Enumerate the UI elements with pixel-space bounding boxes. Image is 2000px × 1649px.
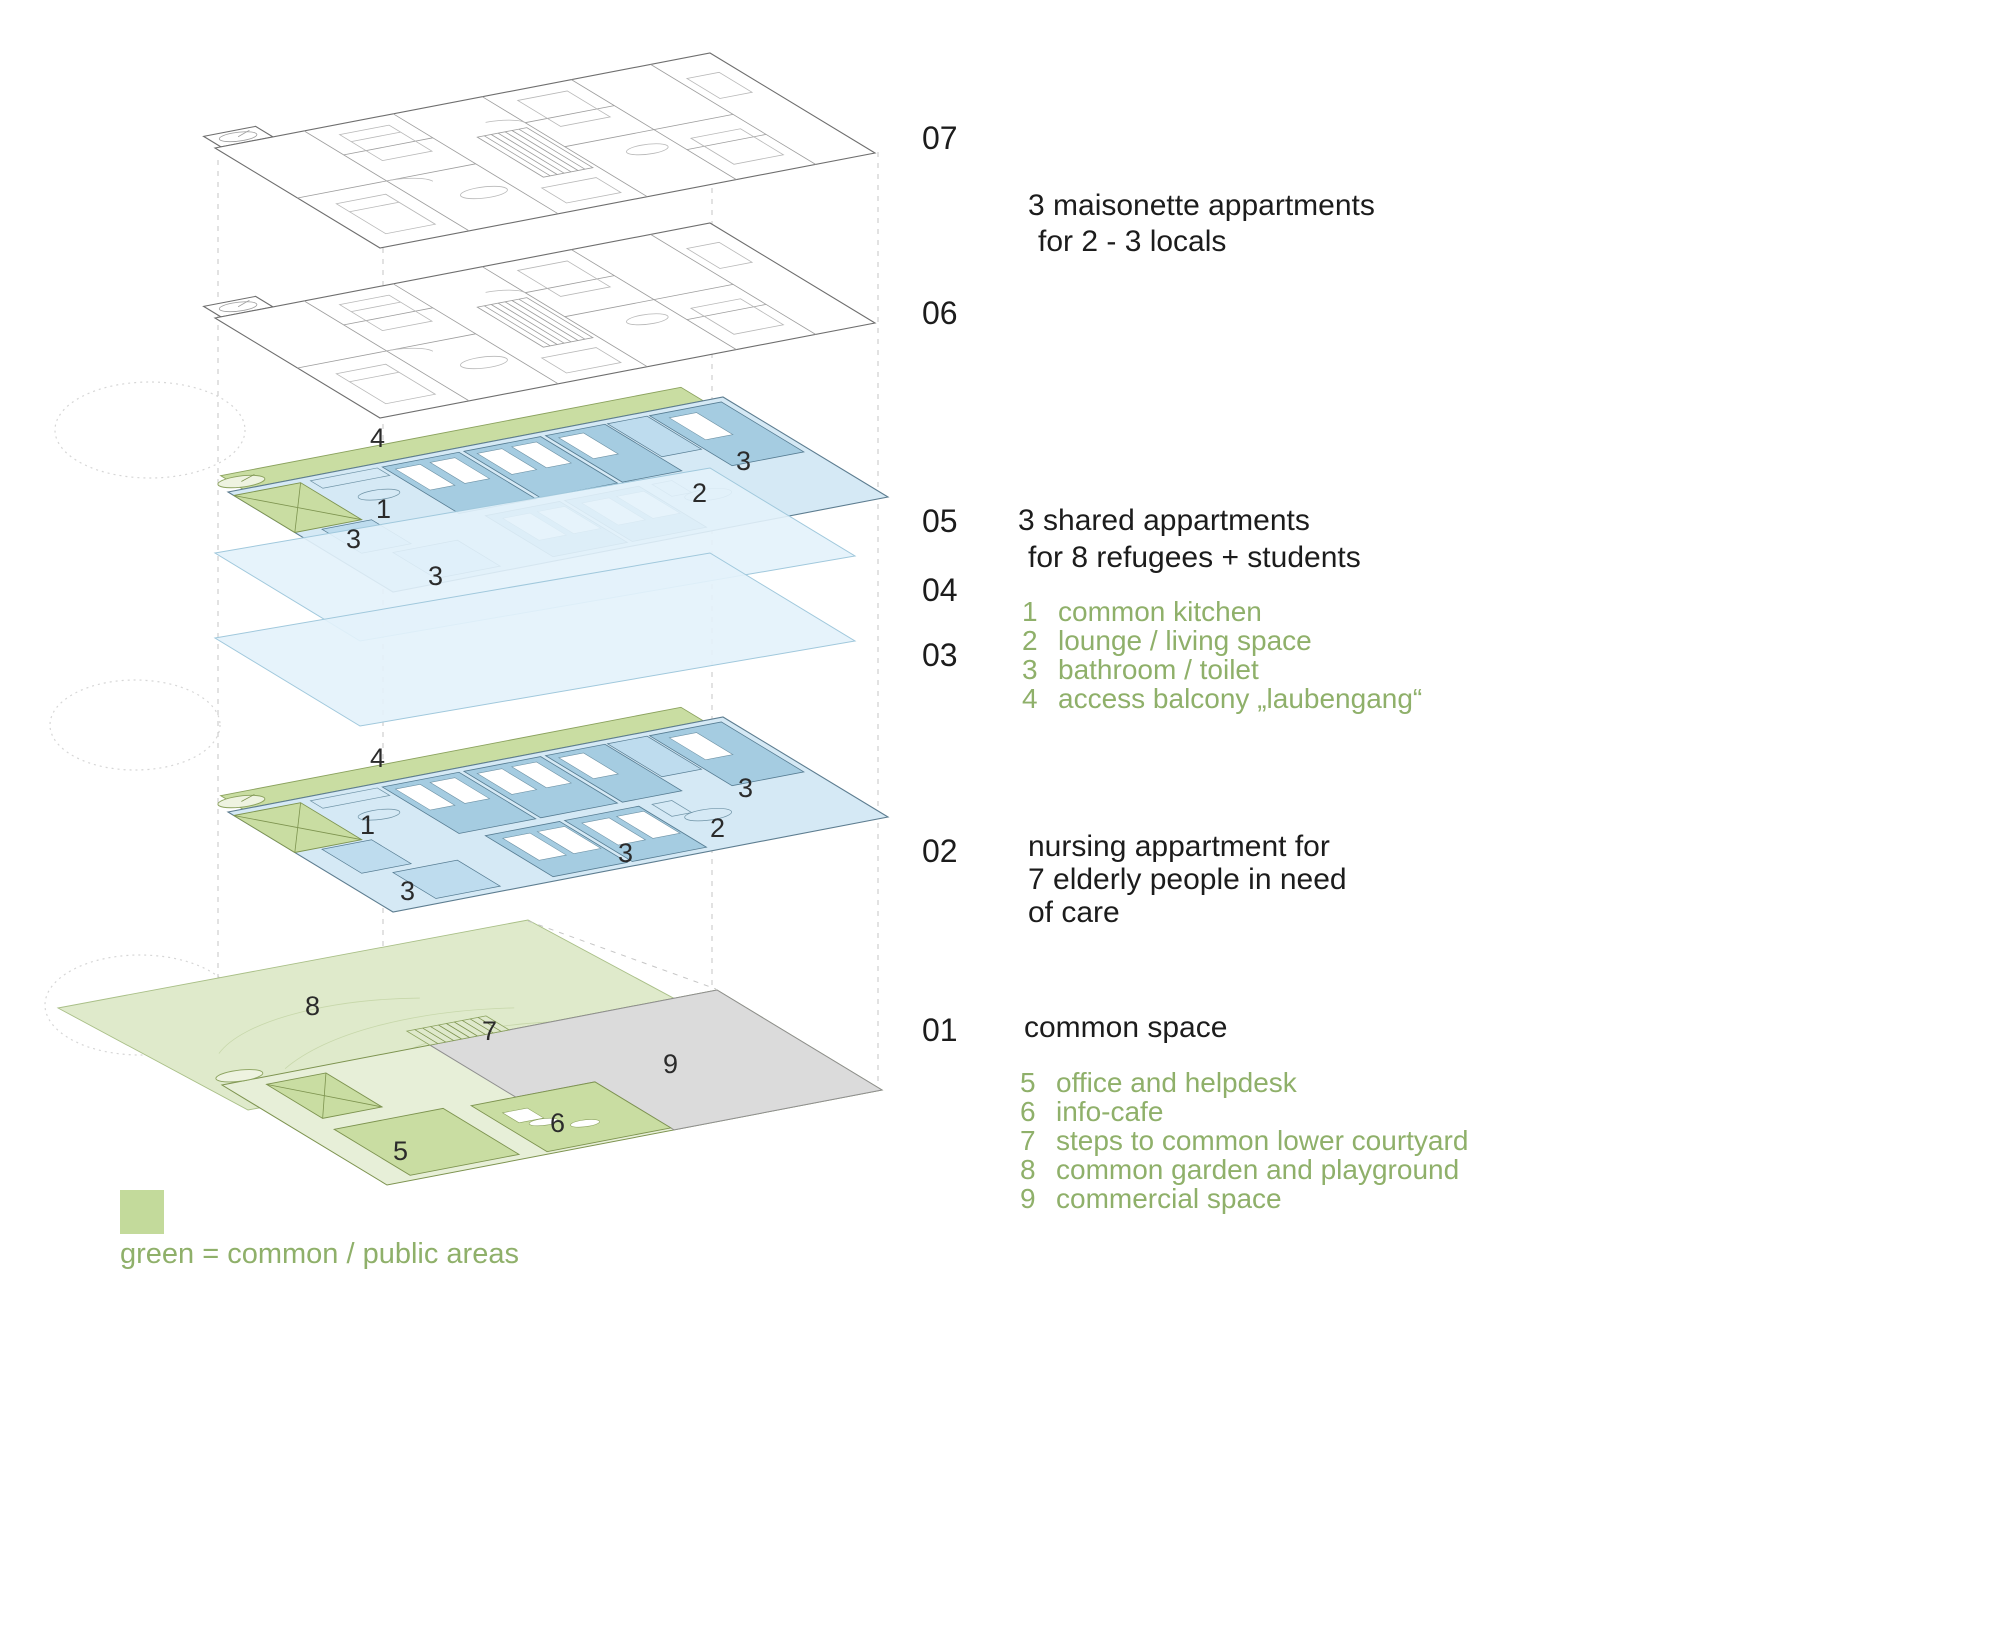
plan-label: 3 xyxy=(400,876,416,906)
shared-note-line2: for 8 refugees + students xyxy=(1028,541,1361,574)
plan-label: 2 xyxy=(710,813,726,843)
maisonette-note: 3 maisonette appartments for 2 - 3 local… xyxy=(1028,188,1375,260)
item-label: info-cafe xyxy=(1056,1096,1164,1127)
spiral-stair-icon xyxy=(210,1067,269,1085)
item-label: access balcony „laubengang“ xyxy=(1058,683,1423,714)
item-label: common kitchen xyxy=(1058,596,1262,627)
list-item: 7 steps to common lower courtyard xyxy=(1020,1126,1468,1155)
plan-label: 1 xyxy=(376,494,392,524)
list-item: 5 office and helpdesk xyxy=(1020,1068,1468,1097)
common-items-list: 5 office and helpdesk 6 info-cafe 7 steps t… xyxy=(1020,1068,1468,1213)
item-number: 4 xyxy=(1022,683,1038,714)
item-number: 8 xyxy=(1020,1154,1036,1185)
item-label: commercial space xyxy=(1056,1183,1282,1214)
level-number-02: 02 xyxy=(922,833,958,869)
shared-items-list: 1 common kitchen 2 lounge / living space 3… xyxy=(1022,597,1422,713)
item-number: 6 xyxy=(1020,1096,1036,1127)
item-label: lounge / living space xyxy=(1058,625,1312,656)
list-item: 2 lounge / living space xyxy=(1022,626,1422,655)
maisonette-note-line1: 3 maisonette appartments xyxy=(1028,189,1375,222)
nursing-note-line2: 7 elderly people in need xyxy=(1028,863,1347,896)
site-boundary-dash xyxy=(527,920,717,990)
maisonette-note-line2: for 2 - 3 locals xyxy=(1038,225,1227,258)
item-number: 7 xyxy=(1020,1125,1036,1156)
item-number: 9 xyxy=(1020,1183,1036,1214)
plan-label: 1 xyxy=(360,810,376,840)
item-number: 1 xyxy=(1022,596,1038,627)
common-space-note: common space xyxy=(1024,1010,1227,1046)
nursing-note: nursing appartment for 7 elderly people … xyxy=(1028,830,1347,929)
level-number-04: 04 xyxy=(922,572,958,608)
common-space-line: common space xyxy=(1024,1011,1228,1044)
shared-note: 3 shared appartments for 8 refugees + st… xyxy=(1018,502,1361,576)
floor-plan-07 xyxy=(198,43,875,249)
list-item: 4 access balcony „laubengang“ xyxy=(1022,684,1422,713)
plan-label: 3 xyxy=(736,446,752,476)
shared-note-line1: 3 shared appartments xyxy=(1018,504,1310,537)
level-number-01: 01 xyxy=(922,1012,958,1048)
item-number: 2 xyxy=(1022,625,1038,656)
level-number-03: 03 xyxy=(922,637,958,673)
info-cafe-room xyxy=(471,1082,671,1152)
nursing-note-line3: of care xyxy=(1028,896,1120,929)
list-item: 6 info-cafe xyxy=(1020,1097,1468,1126)
plan-label: 8 xyxy=(305,991,321,1021)
plan-label: 3 xyxy=(738,773,754,803)
floor-plan-06 xyxy=(198,213,875,419)
tree-outlines xyxy=(44,381,246,1056)
plan-label: 5 xyxy=(393,1136,409,1166)
plan-label: 3 xyxy=(346,524,362,554)
plan-label: 7 xyxy=(482,1016,498,1046)
plan-label: 9 xyxy=(663,1049,679,1079)
slab-03 xyxy=(215,553,855,726)
level-number-07: 07 xyxy=(922,120,958,156)
ground-floor-plan xyxy=(199,976,882,1185)
list-item: 9 commercial space xyxy=(1020,1184,1468,1213)
floor-plan-02 xyxy=(206,704,888,913)
item-label: common garden and playground xyxy=(1056,1154,1460,1185)
item-label: bathroom / toilet xyxy=(1058,654,1259,685)
plan-label: 3 xyxy=(428,561,444,591)
plan-label: 4 xyxy=(370,743,386,773)
plan-label: 3 xyxy=(618,838,634,868)
legend-text: green = common / public areas xyxy=(120,1238,519,1270)
level-number-05: 05 xyxy=(922,503,958,539)
plan-label: 6 xyxy=(550,1108,566,1138)
item-number: 5 xyxy=(1020,1067,1036,1098)
plan-label: 4 xyxy=(370,423,386,453)
item-number: 3 xyxy=(1022,654,1038,685)
list-item: 8 common garden and playground xyxy=(1020,1155,1468,1184)
item-label: steps to common lower courtyard xyxy=(1056,1125,1469,1156)
list-item: 3 bathroom / toilet xyxy=(1022,655,1422,684)
legend-color-swatch xyxy=(120,1190,164,1234)
plan-label: 2 xyxy=(692,478,708,508)
level-number-06: 06 xyxy=(922,295,958,331)
nursing-note-line1: nursing appartment for xyxy=(1028,830,1330,863)
item-label: office and helpdesk xyxy=(1056,1067,1297,1098)
list-item: 1 common kitchen xyxy=(1022,597,1422,626)
office-helpdesk-room xyxy=(334,1108,519,1175)
